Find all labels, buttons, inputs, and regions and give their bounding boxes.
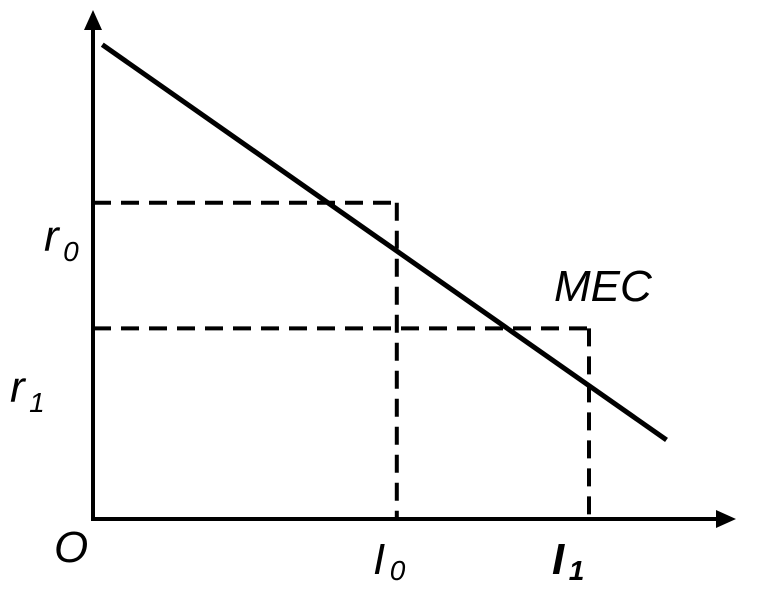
x-tick-label-i0: I 0 [373, 535, 406, 586]
y-tick-label-r1: r 1 [10, 363, 45, 418]
i1-sub: 1 [569, 555, 585, 586]
r1-base: r [10, 363, 27, 412]
mec-curve [100, 42, 668, 442]
r1-sub: 1 [29, 387, 45, 418]
x-tick-label-i1: I 1 [552, 535, 584, 586]
i1-base: I [552, 535, 565, 584]
i0-sub: 0 [390, 555, 406, 586]
r0-sub: 0 [63, 236, 79, 267]
y-axis-arrow-icon [84, 10, 102, 30]
mec-curve-label: MEC [554, 262, 653, 311]
origin-label: O [54, 523, 88, 572]
y-tick-label-r0: r 0 [44, 212, 79, 267]
r0-base: r [44, 212, 61, 261]
i0-base: I [373, 535, 385, 584]
x-axis-arrow-icon [716, 510, 736, 528]
